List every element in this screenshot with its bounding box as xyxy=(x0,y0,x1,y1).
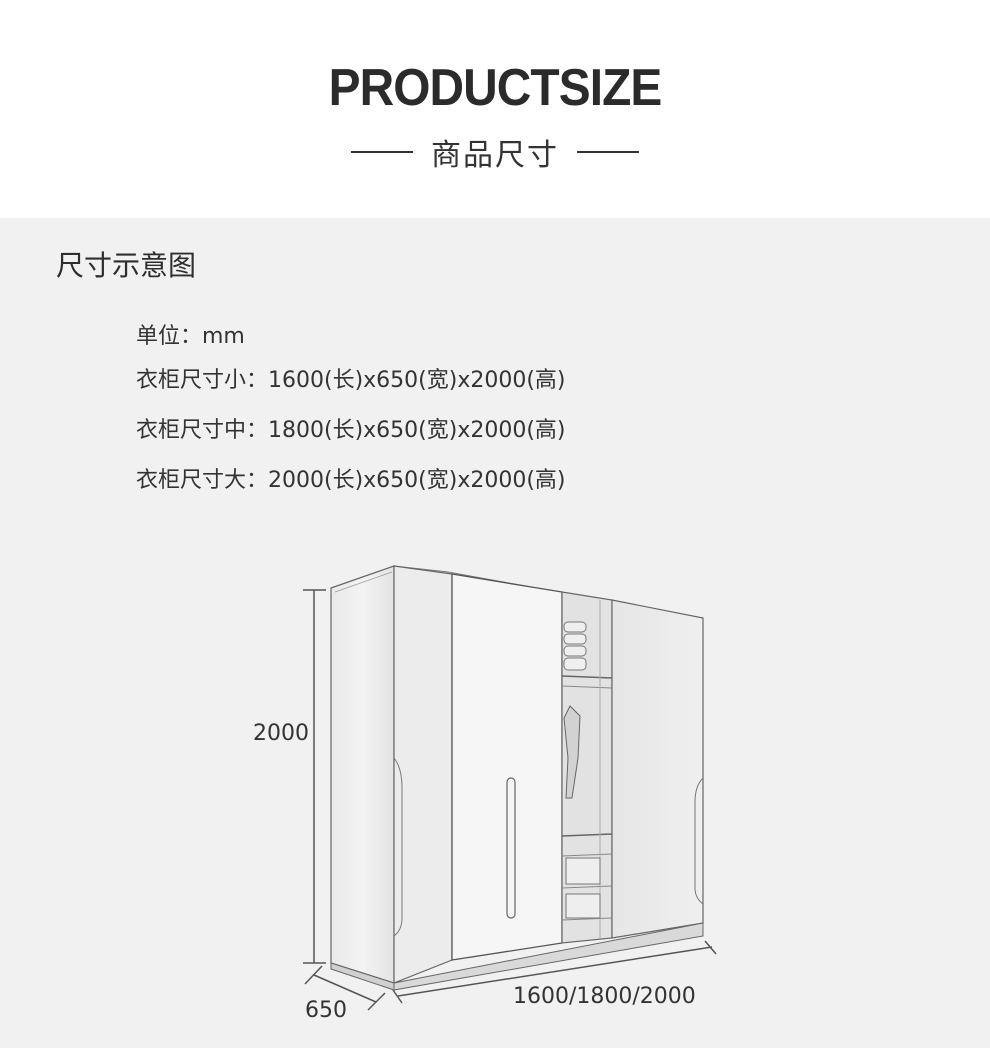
subtitle-right-line xyxy=(577,151,639,153)
drawer-top xyxy=(565,857,601,885)
wardrobe-diagram: 2000 650 1600/1800/2000 xyxy=(0,558,990,1048)
hanging-garment xyxy=(563,705,581,799)
depth-label: 650 xyxy=(305,998,347,1023)
spec-unit: 单位：mm xyxy=(136,324,245,349)
depth-dimension xyxy=(304,965,386,1011)
size-diagram-panel: 尺寸示意图 单位：mm 衣柜尺寸小：1600(长)x650(宽)x2000(高)… xyxy=(0,218,990,1048)
spec-large: 衣柜尺寸大：2000(长)x650(宽)x2000(高) xyxy=(136,468,566,493)
width-dimension xyxy=(392,940,717,1004)
spec-small: 衣柜尺寸小：1600(长)x650(宽)x2000(高) xyxy=(136,368,566,393)
left-door xyxy=(393,565,453,984)
width-label: 1600/1800/2000 xyxy=(513,984,696,1009)
page-subtitle-row: 商品尺寸 xyxy=(0,132,990,173)
spec-medium: 衣柜尺寸中：1800(长)x650(宽)x2000(高) xyxy=(136,418,566,443)
drawer-bottom xyxy=(565,893,601,919)
wardrobe-side-panel xyxy=(330,565,395,984)
spec-list: 单位：mm 衣柜尺寸小：1600(长)x650(宽)x2000(高) 衣柜尺寸中… xyxy=(136,322,566,516)
height-label: 2000 xyxy=(253,721,309,746)
subtitle-left-line xyxy=(351,151,413,153)
folded-clothes xyxy=(563,621,587,671)
header: PRODUCTSIZE 商品尺寸 xyxy=(0,0,990,218)
height-dimension xyxy=(303,589,326,964)
page-title: PRODUCTSIZE xyxy=(328,59,663,117)
page-subtitle: 商品尺寸 xyxy=(431,138,559,173)
section-title: 尺寸示意图 xyxy=(56,249,197,282)
right-door xyxy=(611,599,704,939)
wardrobe-illustration xyxy=(303,565,717,1011)
